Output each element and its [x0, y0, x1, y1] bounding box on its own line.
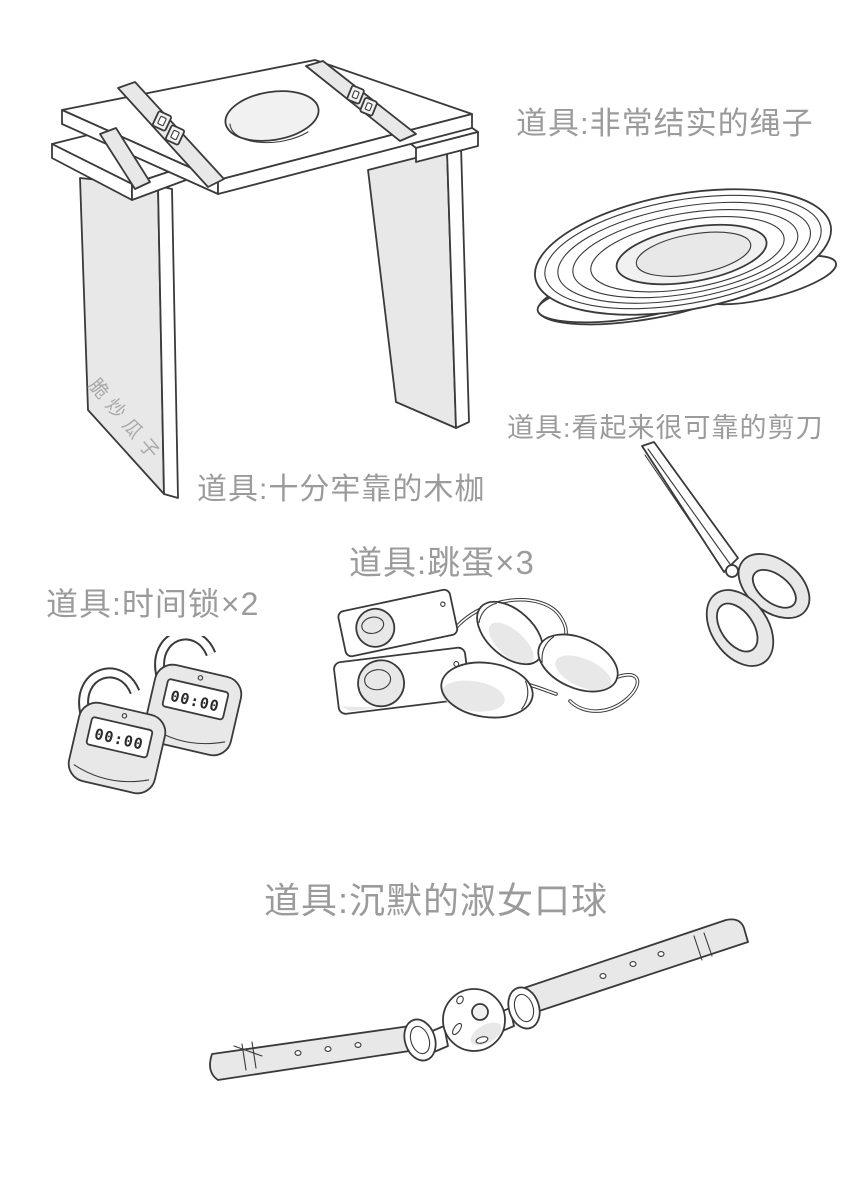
gag-left-strap — [209, 1025, 417, 1081]
stocks-right-leg — [367, 145, 470, 429]
time-lock-2: 00:00 — [143, 636, 243, 757]
stocks-top-board — [61, 59, 473, 195]
label-locks: 道具:时间锁×2 — [46, 586, 260, 622]
egg-remote-top — [337, 588, 459, 658]
scissors-pivot-screw — [725, 564, 739, 578]
gag-left-ring — [403, 1018, 437, 1062]
vibrating-eggs-illustration — [333, 588, 640, 719]
egg-2 — [537, 633, 619, 693]
label-stocks: 道具:十分牢靠的木枷 — [197, 473, 486, 506]
stocks-left-leg — [79, 177, 179, 499]
stocks-neck-hole — [224, 90, 320, 142]
rope-illustration — [534, 188, 837, 326]
scissors-blades — [641, 441, 739, 573]
label-scissors: 道具:看起来很可靠的剪刀 — [507, 413, 824, 443]
time-locks-illustration: 00:00 00:00 — [67, 636, 243, 795]
gag-right-ring — [507, 986, 541, 1030]
stocks-strap-buckles — [152, 85, 378, 146]
ball-gag-illustration — [209, 918, 749, 1081]
wooden-stocks-illustration — [51, 59, 479, 499]
scissors-handle-left — [705, 589, 775, 667]
scissors-illustration — [641, 441, 811, 667]
scissors-handle-right — [737, 553, 811, 619]
label-gag: 道具:沉默的淑女口球 — [264, 880, 609, 921]
egg-3 — [440, 661, 534, 719]
label-rope: 道具:非常结实的绳子 — [516, 106, 814, 141]
gag-ball-hole — [471, 1003, 489, 1021]
time-lock-1: 00:00 — [67, 667, 167, 795]
egg-remote-bottom — [333, 646, 471, 715]
gag-ball — [442, 988, 506, 1052]
label-eggs: 道具:跳蛋×3 — [349, 544, 535, 581]
rope-coil — [534, 188, 832, 316]
gag-right-strap — [517, 918, 749, 1015]
